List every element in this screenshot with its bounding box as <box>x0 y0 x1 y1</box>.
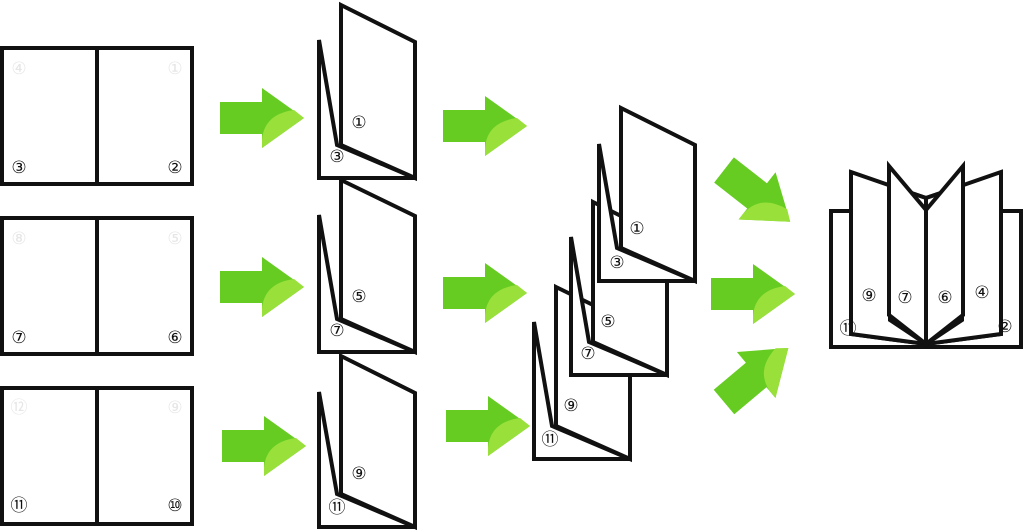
page-number: ⑪ <box>840 319 857 339</box>
page-number: ② <box>997 317 1012 337</box>
page-number: ⑦ <box>897 288 912 308</box>
page-number-back: ⑦ <box>580 344 595 364</box>
spread-3: ⑫ ⑨ ⑪ ⑩ <box>0 386 194 526</box>
page-number-back-right: ⑨ <box>167 398 182 418</box>
page-number-cover: ⑨ <box>351 464 366 484</box>
page-number-front-left: ⑪ <box>11 496 28 516</box>
folded-sheet-3: ⑨ ⑪ <box>317 352 417 531</box>
green-arrow-icon <box>443 96 527 156</box>
page-number-back-right: ① <box>167 59 182 79</box>
page-number-back: ⑦ <box>329 321 344 341</box>
page-number-front-right: ② <box>167 158 182 178</box>
green-arrow-icon <box>220 257 304 317</box>
green-arrow-icon <box>704 325 808 425</box>
stack-sheet-1: ① ③ <box>597 104 697 285</box>
page-number-back-left: ④ <box>11 59 26 79</box>
page-number: ④ <box>974 283 989 303</box>
page-number-front-right: ⑥ <box>167 328 182 348</box>
page-number-front-left: ③ <box>11 158 26 178</box>
page-number-back-right: ⑤ <box>167 229 182 249</box>
page-number-cover: ① <box>629 219 644 239</box>
page-number-back: ⑪ <box>542 430 559 450</box>
page-number-cover: ① <box>351 113 366 133</box>
page-number-back: ③ <box>609 253 624 273</box>
folded-sheet-1: ① ③ <box>317 1 417 182</box>
green-arrow-icon <box>443 263 527 323</box>
page-number: ⑨ <box>861 286 876 306</box>
green-arrow-icon <box>220 88 304 148</box>
green-arrow-icon <box>705 146 809 246</box>
page-number: ⑥ <box>937 288 952 308</box>
spread-1: ④ ① ③ ② <box>0 46 194 186</box>
green-arrow-icon <box>711 264 795 324</box>
page-number-cover: ⑤ <box>600 312 615 332</box>
green-arrow-icon <box>222 416 306 476</box>
folded-sheet-2: ⑤ ⑦ <box>317 176 417 356</box>
assembled-booklet: ⑨ ⑦ ⑥ ④ ⑪ ② <box>829 160 1023 349</box>
green-arrow-icon <box>446 396 530 456</box>
page-number-front-right: ⑩ <box>167 496 182 516</box>
page-number-front-left: ⑦ <box>11 328 26 348</box>
stacked-sheets: ⑨ ⑪ ⑤ ⑦ ① ③ <box>532 104 697 463</box>
spread-2: ⑧ ⑤ ⑦ ⑥ <box>0 216 194 356</box>
page-number-back: ③ <box>329 147 344 167</box>
page-number-cover: ⑨ <box>563 396 578 416</box>
page-number-cover: ⑤ <box>351 287 366 307</box>
page-number-back-left: ⑧ <box>11 229 26 249</box>
page-number-back-left: ⑫ <box>11 398 28 418</box>
page-number-back: ⑪ <box>329 498 346 518</box>
